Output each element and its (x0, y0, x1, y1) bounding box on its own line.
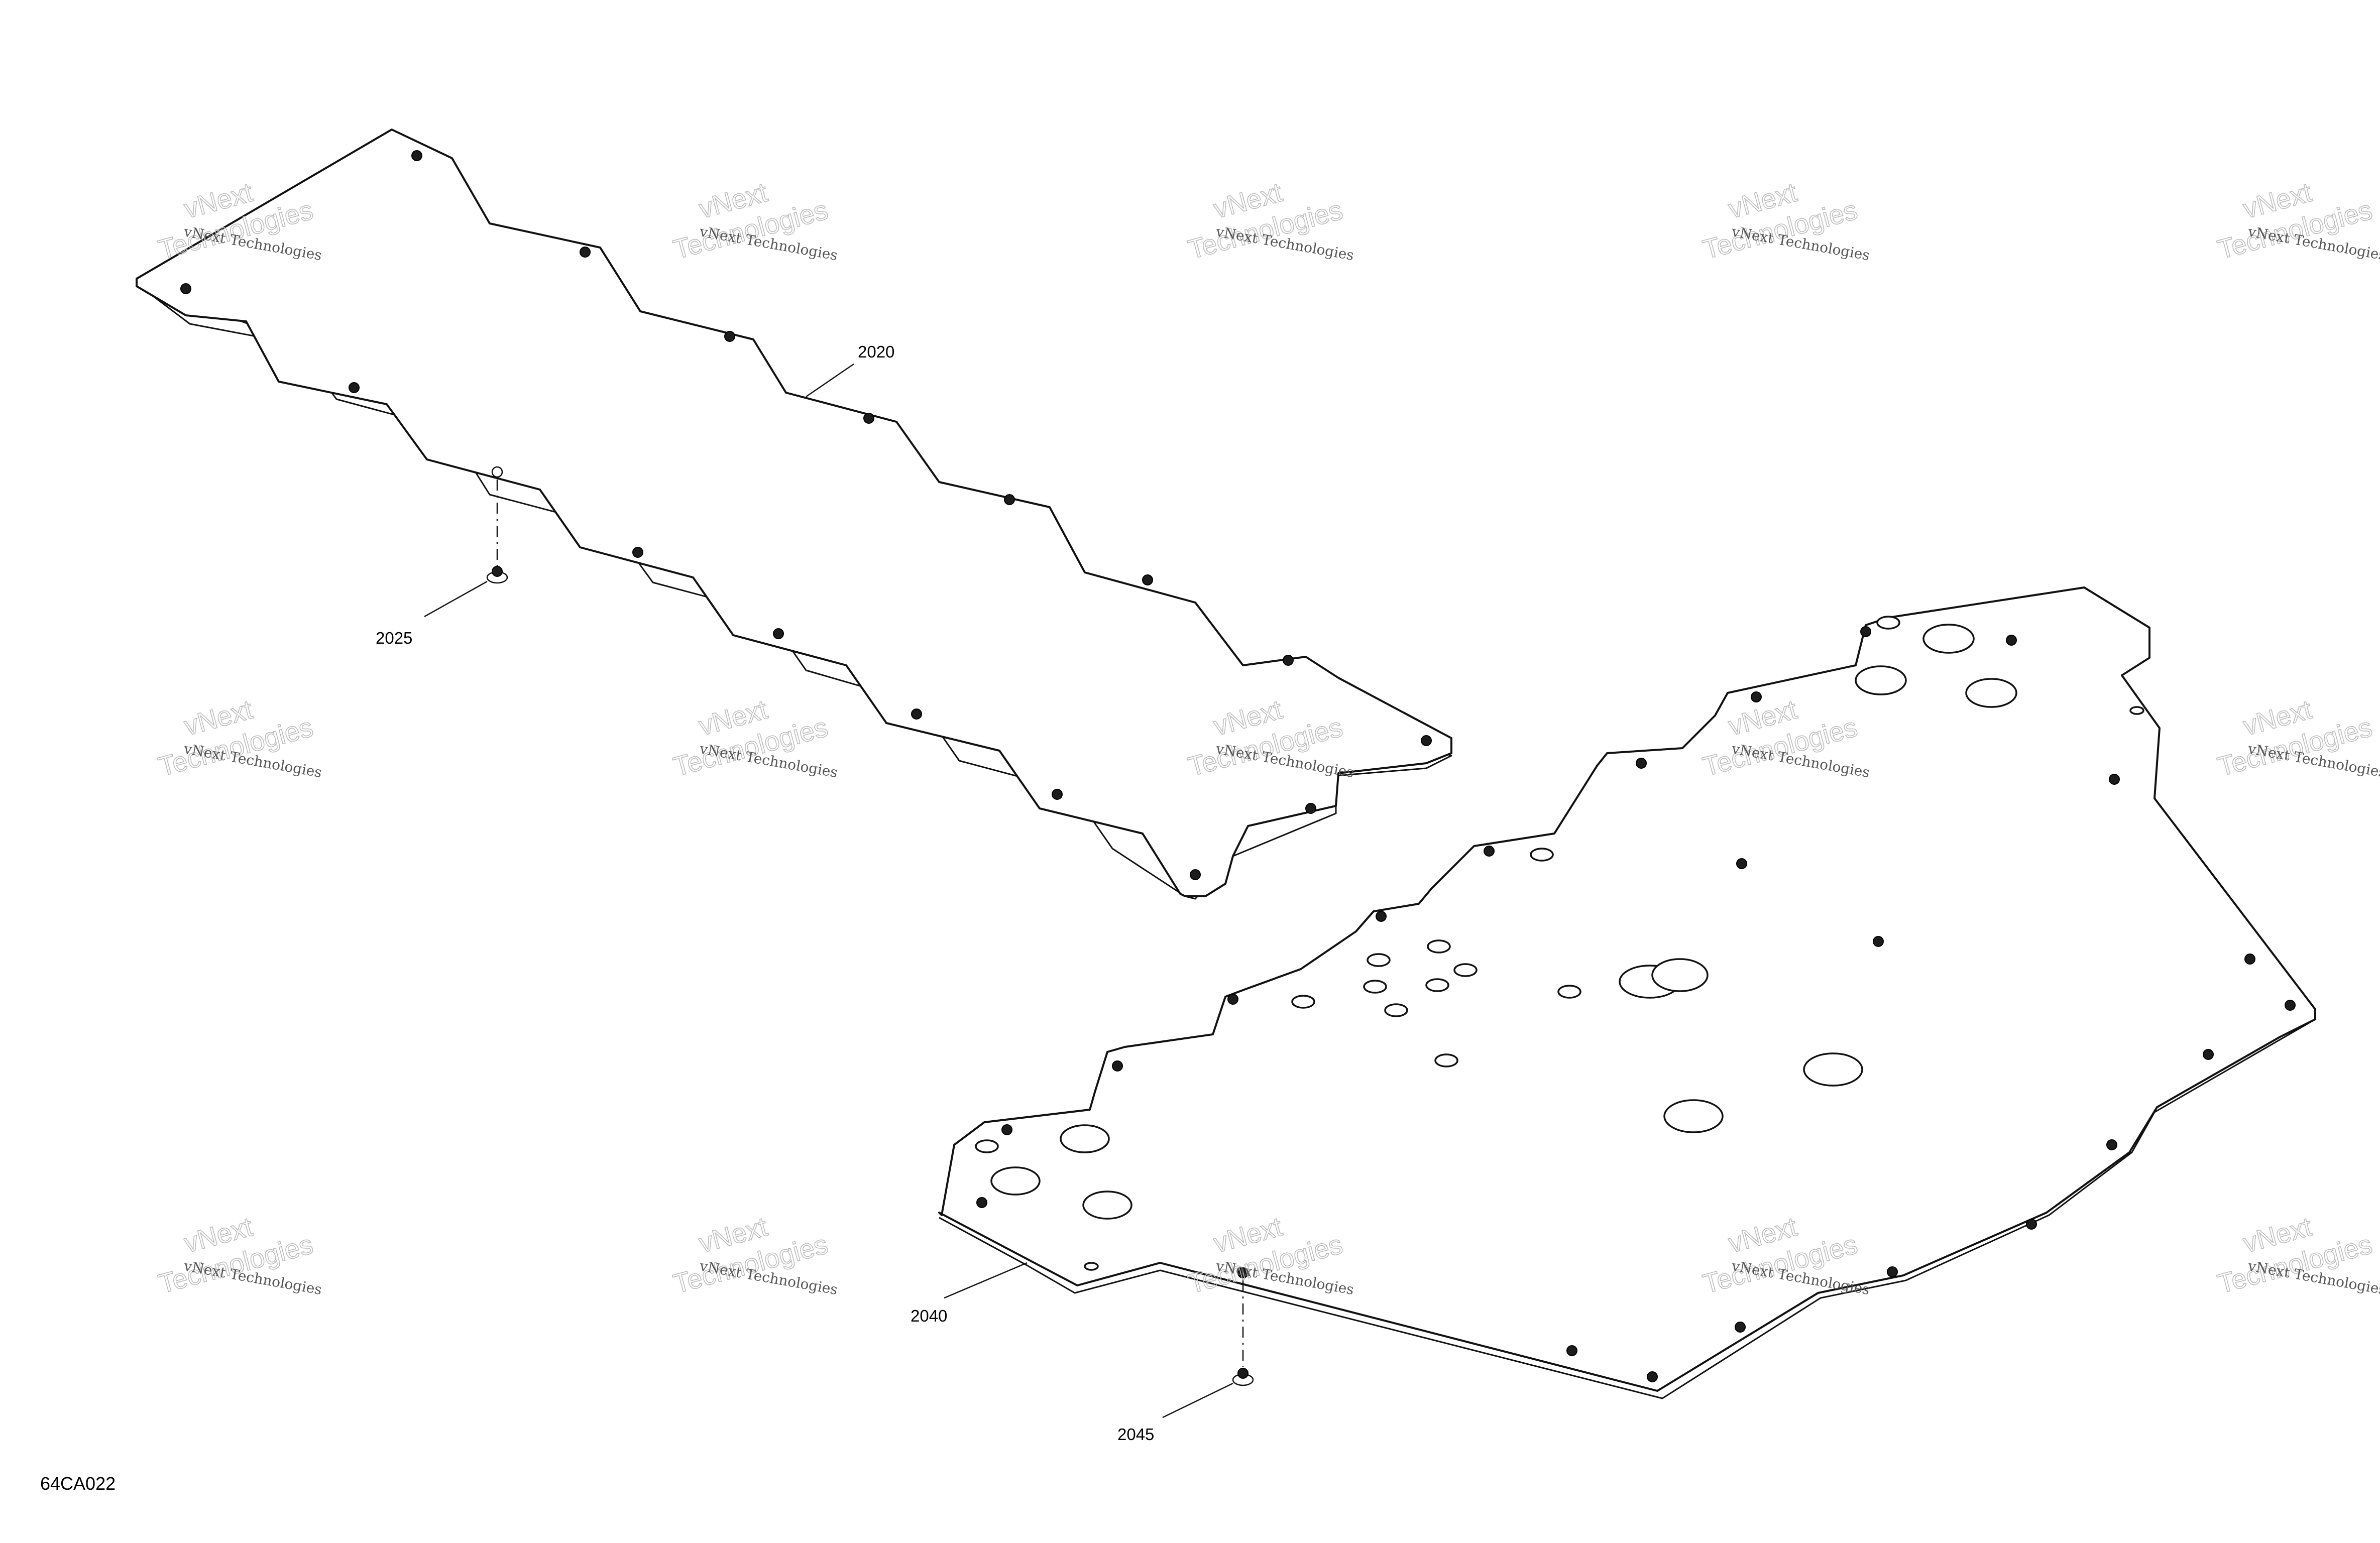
leader-2020 (806, 363, 854, 398)
rivet (1566, 1345, 1577, 1356)
small-hole (1363, 980, 1387, 994)
rivet-hole (491, 466, 503, 478)
rivet (863, 413, 874, 424)
upper-panel-plate (136, 129, 1452, 897)
large-hole (1803, 1052, 1863, 1087)
rivet (1751, 691, 1762, 702)
rivet (1004, 494, 1015, 505)
rivet (1647, 1371, 1658, 1382)
callout-2045: 2045 (1117, 1425, 1154, 1444)
rivet (1484, 846, 1495, 857)
lower-skid-panel-2040 (938, 586, 2316, 1399)
rivet (1237, 1267, 1249, 1278)
rivet (2109, 774, 2120, 785)
rivet (1142, 574, 1153, 585)
lower-panel-edge (939, 1018, 2316, 1399)
small-hole (1384, 1003, 1408, 1017)
rivet (2026, 1219, 2037, 1230)
rivet (2285, 1000, 2296, 1011)
small-hole (2129, 706, 2144, 715)
small-hole (1291, 995, 1315, 1009)
rivet (411, 150, 422, 161)
large-hole (1922, 624, 1975, 654)
figure-code: 64CA022 (40, 1473, 116, 1494)
small-hole (1434, 1053, 1458, 1067)
rivet (2244, 954, 2255, 965)
fastener-body (492, 566, 503, 577)
small-hole (1427, 939, 1451, 954)
rivet (911, 708, 922, 720)
small-hole (1453, 963, 1478, 977)
large-hole (1082, 1191, 1132, 1220)
callout-labels: 2020 2025 2040 2045 (376, 342, 1154, 1444)
rivet (1190, 869, 1201, 880)
rivet (976, 1197, 987, 1208)
callout-2020: 2020 (858, 342, 894, 361)
small-hole (1425, 978, 1449, 992)
rivet (1421, 735, 1432, 746)
rivet (1636, 758, 1647, 769)
lower-panel-rivets (976, 626, 2296, 1382)
rivet (1305, 803, 1316, 814)
rivet (1001, 1124, 1012, 1135)
large-hole (1855, 665, 1907, 695)
rivet (1227, 994, 1238, 1005)
large-hole (990, 1166, 1041, 1196)
large-hole (1060, 1124, 1110, 1153)
fastener-2025 (424, 480, 508, 618)
rivet (773, 628, 784, 639)
small-hole (1557, 985, 1581, 999)
fastener-body (1237, 1368, 1249, 1379)
rivet (724, 331, 735, 342)
rivet (2203, 1049, 2214, 1060)
rivet (180, 283, 191, 294)
rivet (1887, 1266, 1898, 1277)
callout-2025: 2025 (376, 629, 412, 647)
leader-2045 (1162, 1382, 1233, 1418)
rivet (2106, 1139, 2117, 1150)
large-hole (1965, 678, 2017, 708)
leader-2040 (944, 1262, 1028, 1299)
leader-2025 (424, 580, 488, 618)
lower-panel-holes (975, 616, 2144, 1271)
rivet (1735, 1322, 1746, 1333)
rivet (2006, 635, 2017, 646)
small-hole (1367, 953, 1391, 967)
small-hole (1876, 616, 1900, 630)
rivet (1860, 626, 1871, 637)
small-hole (1084, 1262, 1099, 1271)
large-hole (1663, 1099, 1724, 1133)
rivet (1376, 911, 1387, 922)
rivet (1052, 789, 1063, 800)
upper-panel-rivets (180, 150, 1432, 880)
large-hole (1651, 958, 1709, 992)
rivet (349, 382, 360, 393)
fastener-2045 (1162, 1280, 1254, 1418)
rivet (1736, 858, 1747, 869)
small-hole (1530, 848, 1554, 862)
rivet (1283, 655, 1294, 666)
callout-2040: 2040 (911, 1307, 947, 1325)
upper-skid-panel-2020 (136, 129, 1452, 900)
small-hole (975, 1139, 999, 1153)
rivet (580, 247, 591, 258)
rivet (1112, 1060, 1123, 1072)
rivet (1873, 936, 1884, 947)
rivet (632, 547, 643, 558)
